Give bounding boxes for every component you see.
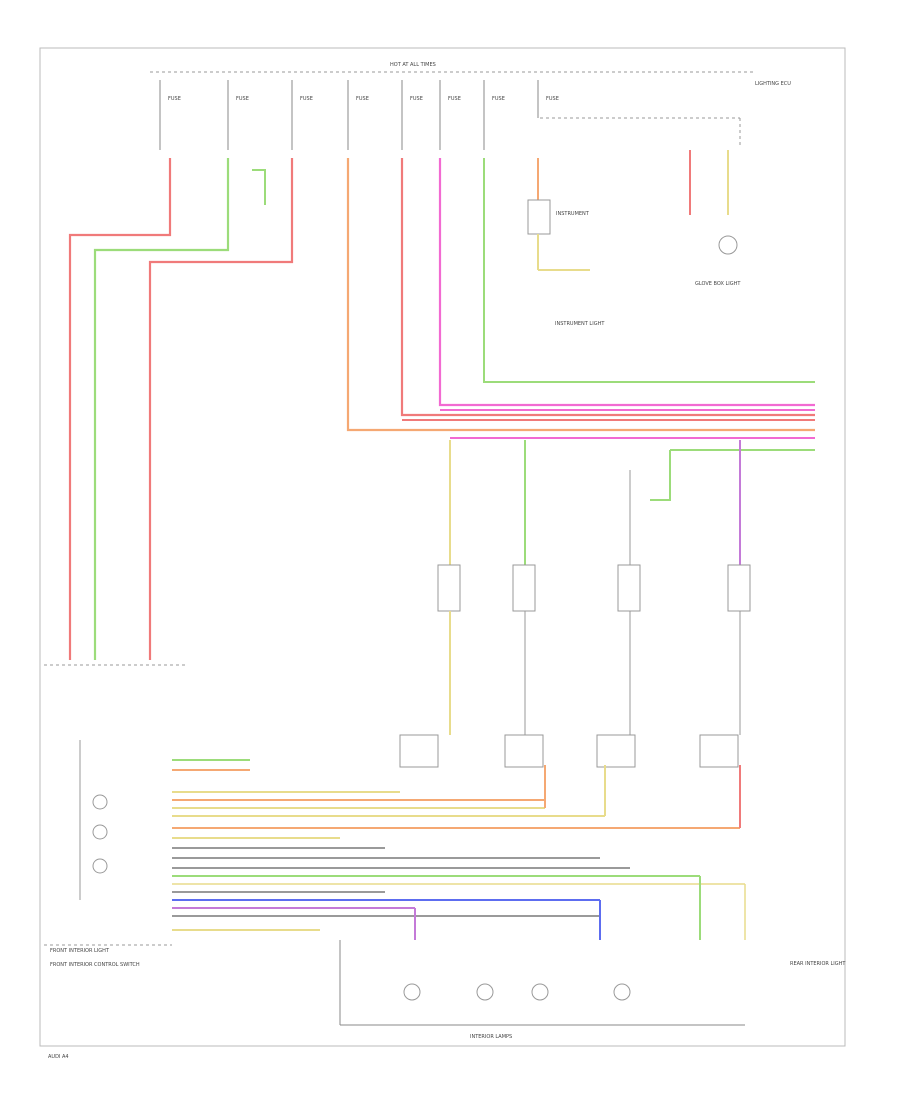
instrument-light-label: INSTRUMENT LIGHT xyxy=(555,321,605,327)
fuse-1: FUSE xyxy=(159,80,181,150)
wire-red-mid xyxy=(148,158,294,660)
switch-icon-3 xyxy=(92,858,108,874)
instrument-light-module: INSTRUMENT GLOVE BOX LIGHT INSTRUMENT LI… xyxy=(527,150,741,327)
svg-text:FUSE: FUSE xyxy=(168,96,181,102)
wire-pink-main xyxy=(438,158,815,407)
fuse-8: FUSE xyxy=(537,80,559,118)
footer-label: AUDI A4 xyxy=(48,1054,69,1060)
svg-text:FUSE: FUSE xyxy=(300,96,313,102)
door-switch-1 xyxy=(399,734,439,768)
door-switch-2 xyxy=(504,734,544,768)
module-box-1 xyxy=(527,199,551,235)
lamp-icon-1 xyxy=(403,983,421,1001)
front-control-label: FRONT INTERIOR CONTROL SWITCH xyxy=(50,962,140,968)
wire-green-short xyxy=(252,169,266,205)
lamp-3 xyxy=(617,450,671,735)
front-wiring-label: FRONT INTERIOR LIGHT xyxy=(50,948,110,954)
control-bus xyxy=(172,759,745,931)
svg-text:FUSE: FUSE xyxy=(356,96,369,102)
rear-interior-label: REAR INTERIOR LIGHT xyxy=(790,961,846,967)
front-interior-control: FRONT INTERIOR LIGHT FRONT INTERIOR CONT… xyxy=(44,664,185,968)
svg-text:FUSE: FUSE xyxy=(448,96,461,102)
wire-green-left xyxy=(93,158,230,660)
fuse-6: FUSE xyxy=(439,80,461,150)
glove-box-label: GLOVE BOX LIGHT xyxy=(695,281,741,287)
svg-text:FUSE: FUSE xyxy=(492,96,505,102)
supply-wires xyxy=(68,158,815,660)
fuse-2: FUSE xyxy=(227,80,249,150)
wire-red-main xyxy=(400,158,815,417)
svg-text:FUSE: FUSE xyxy=(546,96,559,102)
fuse-panel: HOT AT ALL TIMES FUSE FUSE FUSE FUSE FUS… xyxy=(150,62,791,150)
door-switch-3 xyxy=(596,734,636,768)
switch-icon-2 xyxy=(92,824,108,840)
wire-orange-main xyxy=(346,158,815,432)
wire-red-left xyxy=(68,158,172,660)
return-wires xyxy=(414,765,746,940)
door-switches xyxy=(399,734,739,768)
svg-text:INSTRUMENT: INSTRUMENT xyxy=(556,211,590,217)
svg-text:FUSE: FUSE xyxy=(410,96,423,102)
power-bus-label: HOT AT ALL TIMES xyxy=(390,62,436,68)
svg-text:FUSE: FUSE xyxy=(236,96,249,102)
switch-icon-1 xyxy=(92,794,108,810)
lamp-row xyxy=(437,440,751,735)
interior-lamps: INTERIOR LAMPS REAR INTERIOR LIGHT xyxy=(339,940,846,1040)
lamp-icon-4 xyxy=(613,983,631,1001)
lighting-ecu-label: LIGHTING ECU xyxy=(755,81,791,87)
fuse-4: FUSE xyxy=(347,80,369,150)
lamp-2 xyxy=(512,440,536,735)
diagram-border xyxy=(39,47,846,1047)
fuse-7: FUSE xyxy=(483,80,505,150)
lamp-1 xyxy=(437,440,461,735)
wire-green-main xyxy=(483,158,815,383)
fuse-3: FUSE xyxy=(291,80,313,150)
fuse-5: FUSE xyxy=(401,80,423,150)
interior-lamps-label: INTERIOR LAMPS xyxy=(470,1034,512,1040)
lamp-4 xyxy=(727,440,751,735)
door-switch-4 xyxy=(699,734,739,768)
lamp-icon-2 xyxy=(476,983,494,1001)
lamp-icon-3 xyxy=(531,983,549,1001)
glove-box-lamp-icon xyxy=(718,235,738,255)
